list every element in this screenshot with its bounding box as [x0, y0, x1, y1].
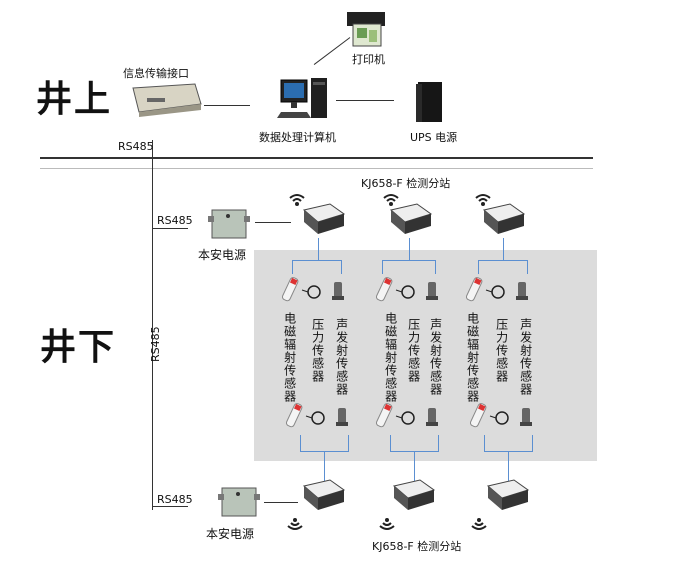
branch-line — [382, 260, 436, 261]
rs485-label-bottom: RS485 — [157, 493, 193, 506]
station-icon — [486, 479, 530, 510]
power-supply-icon — [208, 209, 250, 239]
info-interface-icon — [132, 83, 202, 117]
wireless-icon — [379, 518, 395, 530]
branch-line — [300, 435, 301, 451]
surface-divider — [40, 157, 593, 159]
branch-line — [318, 238, 319, 260]
rs485-branch-bottom — [152, 506, 188, 507]
link-interface-computer — [204, 105, 250, 106]
station-icon — [302, 479, 346, 510]
power-supply-icon — [218, 487, 260, 517]
surface-label: 井上 — [36, 79, 113, 120]
rs485-label-top: RS485 — [157, 214, 193, 227]
branch-line — [292, 260, 293, 274]
computer-label: 数据处理计算机 — [259, 131, 336, 144]
branch-line — [409, 238, 410, 260]
wireless-icon — [471, 518, 487, 530]
acoustic-sensor-label: 声发射传感器 — [334, 318, 349, 396]
sensor-icons-group — [286, 403, 348, 428]
pressure-sensor-label: 压力传感器 — [406, 318, 421, 383]
branch-line — [292, 260, 342, 261]
acoustic-sensor-label: 声发射传感器 — [518, 318, 533, 396]
sensor-icons-group — [466, 277, 528, 302]
pressure-sensor-label: 压力传感器 — [494, 318, 509, 383]
computer-icon — [277, 78, 327, 118]
underground-label: 井下 — [40, 327, 117, 368]
branch-line — [478, 260, 528, 261]
surface-divider-thin — [40, 168, 593, 169]
em-sensor-label: 电磁辐射传感器 — [465, 312, 480, 403]
wireless-icon — [289, 194, 305, 206]
branch-line — [484, 435, 485, 451]
ups-label: UPS 电源 — [410, 131, 458, 144]
branch-line — [438, 435, 439, 451]
rs485-trunk — [152, 140, 153, 510]
info-interface-label: 信息传输接口 — [123, 67, 189, 80]
pressure-sensor-label: 压力传感器 — [310, 318, 325, 383]
em-sensor-label: 电磁辐射传感器 — [383, 312, 398, 403]
power-supply-label-top: 本安电源 — [198, 248, 247, 262]
rs485-label-surface: RS485 — [118, 140, 154, 153]
rs485-branch-top — [152, 228, 188, 229]
link-power-station-top — [255, 222, 291, 223]
branch-line — [508, 451, 509, 481]
station-label-top: KJ658-F 检测分站 — [361, 177, 451, 190]
link-power-station-bottom — [264, 502, 298, 503]
sensor-panel — [254, 250, 597, 461]
branch-line — [324, 451, 325, 481]
branch-line — [503, 238, 504, 260]
station-icon — [389, 203, 433, 234]
printer-label: 打印机 — [352, 53, 385, 66]
branch-line — [435, 260, 436, 274]
wireless-icon — [383, 194, 399, 206]
power-supply-label-bottom: 本安电源 — [206, 527, 255, 541]
sensor-icons-group — [376, 403, 438, 428]
branch-line — [348, 435, 349, 451]
branch-line — [414, 451, 415, 481]
branch-line — [532, 435, 533, 451]
link-computer-ups — [336, 100, 394, 101]
em-sensor-label: 电磁辐射传感器 — [282, 312, 297, 403]
branch-line — [382, 260, 383, 274]
sensor-icons-group — [282, 277, 344, 302]
printer-icon — [347, 12, 385, 47]
station-label-bottom: KJ658-F 检测分站 — [372, 540, 462, 553]
branch-line — [341, 260, 342, 274]
sensor-icons-group — [470, 403, 532, 428]
station-icon — [392, 479, 436, 510]
station-icon — [482, 203, 526, 234]
branch-line — [527, 260, 528, 274]
wireless-icon — [287, 518, 303, 530]
branch-line — [390, 435, 391, 451]
branch-line — [478, 260, 479, 274]
acoustic-sensor-label: 声发射传感器 — [428, 318, 443, 396]
sensor-icons-group — [376, 277, 438, 302]
station-icon — [302, 203, 346, 234]
ups-icon — [416, 82, 442, 122]
rs485-label-trunk: RS485 — [149, 326, 162, 362]
wireless-icon — [475, 194, 491, 206]
